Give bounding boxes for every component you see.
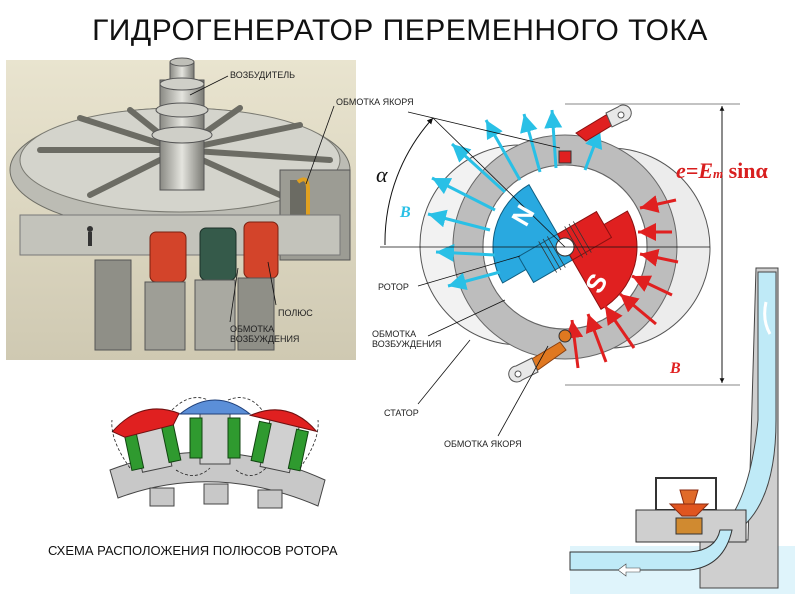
label-field-winding-left: ОБМОТКА ВОЗБУЖДЕНИЯ xyxy=(230,324,300,344)
page-title: ГИДРОГЕНЕРАТОР ПЕРЕМЕННОГО ТОКА xyxy=(92,14,708,47)
label-pole: ПОЛЮС xyxy=(278,308,313,318)
vector-b-left: B xyxy=(400,204,411,221)
pole-layout-caption: СХЕМА РАСПОЛОЖЕНИЯ ПОЛЮСОВ РОТОРА xyxy=(48,543,338,558)
armature-terminal-top xyxy=(558,104,632,164)
formula-eq: = xyxy=(685,158,699,183)
label-exciter: ВОЗБУДИТЕЛЬ xyxy=(230,70,296,80)
formula-E: E xyxy=(698,158,713,183)
label-field-winding-right: ОБМОТКА ВОЗБУЖДЕНИЯ xyxy=(372,329,442,349)
rotor-pole-layout xyxy=(109,397,326,509)
label-rotor: РОТОР xyxy=(378,282,409,292)
formula-sub: m xyxy=(713,166,724,181)
armature-terminal-bottom xyxy=(508,329,572,383)
angle-alpha: α xyxy=(376,162,388,187)
formula-e: e xyxy=(676,158,686,183)
vector-b-right: B xyxy=(670,360,681,377)
label-armature-winding-bottom: ОБМОТКА ЯКОРЯ xyxy=(444,439,522,449)
label-stator: СТАТОР xyxy=(384,408,419,418)
generator-cutaway xyxy=(6,57,356,360)
hydro-dam-turbine xyxy=(569,267,795,594)
formula-fn: sin xyxy=(723,158,756,183)
emf-formula: e=Em sinα xyxy=(676,158,768,184)
formula-arg: α xyxy=(755,158,768,183)
generator-schematic xyxy=(380,103,740,437)
label-armature-winding-top: ОБМОТКА ЯКОРЯ xyxy=(336,97,414,107)
